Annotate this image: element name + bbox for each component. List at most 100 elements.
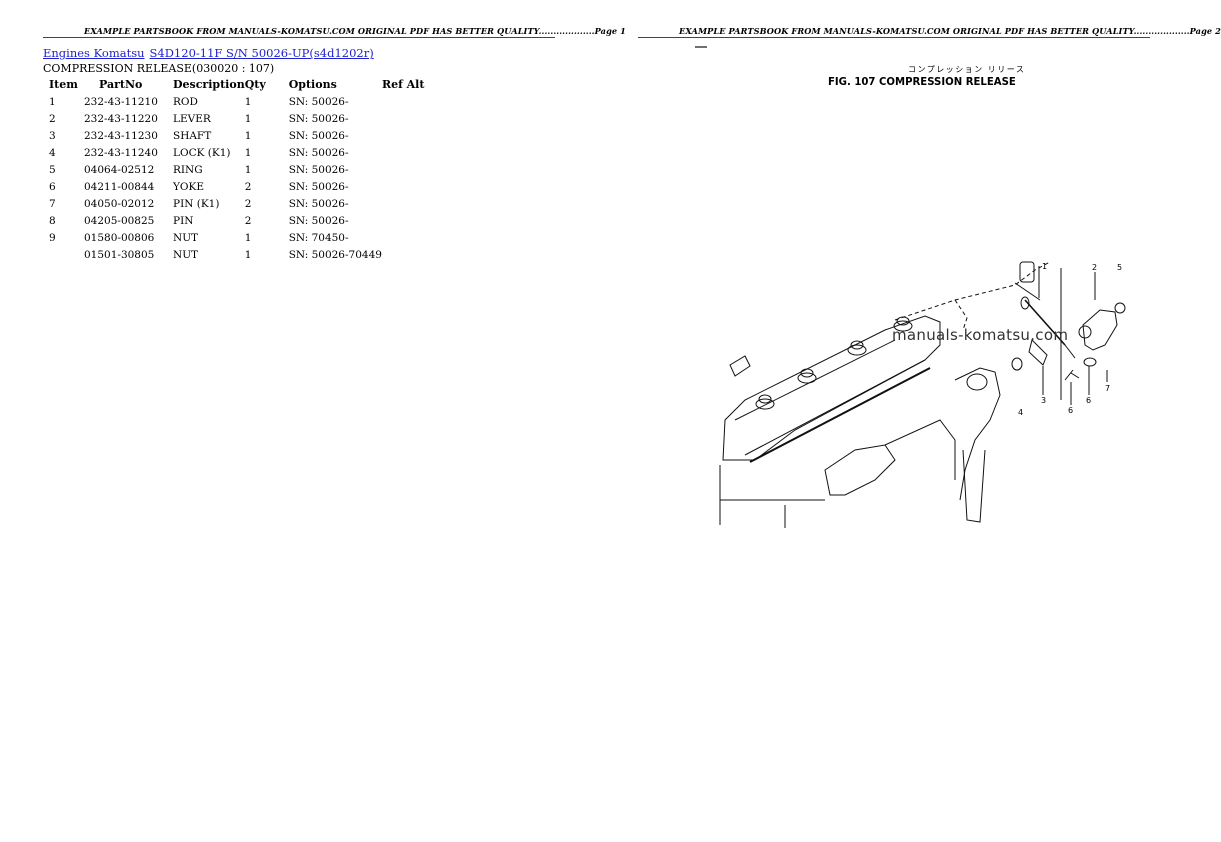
figure-title: FIG. 107 COMPRESSION RELEASE: [828, 75, 1016, 88]
section-title: COMPRESSION RELEASE(030020 : 107): [43, 62, 275, 75]
column-header-description: Description: [173, 78, 245, 91]
column-header-qty: Qty: [244, 78, 266, 91]
callout-label: 1: [1042, 262, 1048, 271]
description-cell: PIN: [173, 214, 194, 227]
qty-cell: 1: [244, 163, 252, 176]
options-cell: SN: 50026-: [288, 214, 349, 227]
column-header-partno: PartNo: [99, 78, 143, 91]
table-row: 6 04211-00844 YOKE 2 SN: 50026-: [43, 178, 442, 195]
qty-cell: 1: [244, 112, 252, 125]
partno-cell: 04205-00825: [84, 214, 155, 227]
options-cell: SN: 50026-: [288, 163, 349, 176]
partno-cell: 04050-02012: [84, 197, 155, 210]
partno-cell: 232-43-11210: [84, 95, 158, 108]
header-rule: [638, 37, 1150, 38]
partno-cell: 04211-00844: [84, 180, 155, 193]
qty-cell: 2: [244, 214, 252, 227]
item-cell: 8: [49, 214, 56, 227]
breadcrumb: Engines Komatsu S4D120-11F S/N 50026-UP(s…: [43, 46, 374, 60]
options-cell: SN: 50026-: [288, 180, 349, 193]
qty-cell: 2: [244, 180, 252, 193]
oil-cap: [847, 340, 867, 356]
partno-cell: 04064-02512: [84, 163, 155, 176]
oil-cap: [755, 394, 775, 410]
item-cell: 7: [49, 197, 56, 210]
parts-table: Item PartNo Description Qty Options Ref …: [43, 76, 442, 263]
item-cell: 3: [49, 129, 56, 142]
figure-japanese-title: コンプレッション リリース: [908, 65, 1026, 74]
options-cell: SN: 50026-: [288, 146, 349, 159]
partno-cell: 01501-30805: [84, 248, 155, 261]
table-row: 2 232-43-11220 LEVER 1 SN: 50026-: [43, 110, 442, 127]
ref-alt-cell: [382, 195, 442, 212]
item-cell: 1: [49, 95, 56, 108]
page-header: EXAMPLE PARTSBOOK FROM MANUALS-KOMATSU.C…: [679, 26, 1221, 36]
callout-label: 6: [1068, 406, 1074, 415]
callout-label: 7: [1105, 384, 1111, 393]
table-row: 5 04064-02512 RING 1 SN: 50026-: [43, 161, 442, 178]
callout-label: 2: [1092, 263, 1098, 272]
options-cell: SN: 50026-: [288, 197, 349, 210]
qty-cell: 1: [244, 231, 252, 244]
callout-label: 3: [1041, 396, 1047, 405]
parts-diagram: [695, 46, 1126, 528]
item-cell: [43, 246, 84, 263]
item-cell: 5: [49, 163, 56, 176]
column-header-options: Options: [288, 78, 337, 91]
callout-label: 4: [1018, 408, 1024, 417]
description-cell: YOKE: [173, 180, 205, 193]
partno-cell: 232-43-11230: [84, 129, 158, 142]
qty-cell: 1: [244, 95, 252, 108]
callout-label: 5: [1117, 263, 1123, 272]
ref-alt-cell: [382, 246, 442, 263]
table-row: 01501-30805 NUT 1 SN: 50026-70449: [43, 246, 442, 263]
page-2: EXAMPLE PARTSBOOK FROM MANUALS-KOMATSU.C…: [595, 0, 1221, 842]
ref-alt-cell: [382, 93, 442, 110]
table-row: 3 232-43-11230 SHAFT 1 SN: 50026-: [43, 127, 442, 144]
watermark-text: manuals-komatsu.com: [892, 326, 1069, 344]
header-rule: [43, 37, 555, 38]
qty-cell: 1: [244, 248, 252, 261]
ref-alt-cell: [382, 161, 442, 178]
qty-cell: 1: [244, 129, 252, 142]
partno-cell: 01580-00806: [84, 231, 155, 244]
options-cell: SN: 70450-: [288, 231, 349, 244]
column-header-item: Item: [49, 78, 78, 91]
ref-alt-cell: [382, 144, 442, 161]
ref-alt-cell: [382, 212, 442, 229]
partno-cell: 232-43-11220: [84, 112, 158, 125]
item-cell: 9: [49, 231, 56, 244]
options-cell: SN: 50026-: [288, 95, 349, 108]
ref-alt-cell: [382, 178, 442, 195]
page-1: EXAMPLE PARTSBOOK FROM MANUALS-KOMATSU.C…: [0, 0, 626, 842]
qty-cell: 1: [244, 146, 252, 159]
ref-alt-cell: [382, 229, 442, 246]
breadcrumb-link-engines[interactable]: Engines Komatsu: [43, 46, 145, 60]
table-row: 9 01580-00806 NUT 1 SN: 70450-: [43, 229, 442, 246]
options-cell: SN: 50026-: [288, 129, 349, 142]
partno-cell: 232-43-11240: [84, 146, 158, 159]
description-cell: PIN (K1): [173, 197, 220, 210]
table-row: 8 04205-00825 PIN 2 SN: 50026-: [43, 212, 442, 229]
description-cell: ROD: [173, 95, 198, 108]
item-cell: 2: [49, 112, 56, 125]
column-header-ref-alt: Ref Alt: [381, 78, 425, 91]
breadcrumb-link-model[interactable]: S4D120-11F S/N 50026-UP(s4d1202r): [149, 46, 374, 60]
item-cell: 6: [49, 180, 56, 193]
description-cell: SHAFT: [173, 129, 212, 142]
page-header: EXAMPLE PARTSBOOK FROM MANUALS-KOMATSU.C…: [84, 26, 626, 36]
description-cell: NUT: [173, 248, 199, 261]
options-cell: SN: 50026-70449: [288, 248, 382, 261]
ref-alt-cell: [382, 110, 442, 127]
description-cell: LEVER: [173, 112, 211, 125]
callout-label: 6: [1086, 396, 1092, 405]
options-cell: SN: 50026-: [288, 112, 349, 125]
ref-alt-cell: [382, 127, 442, 144]
description-cell: NUT: [173, 231, 199, 244]
item-cell: 4: [49, 146, 56, 159]
oil-cap: [893, 316, 913, 332]
table-row: 7 04050-02012 PIN (K1) 2 SN: 50026-: [43, 195, 442, 212]
description-cell: RING: [173, 163, 203, 176]
table-row: 1 232-43-11210 ROD 1 SN: 50026-: [43, 93, 442, 110]
qty-cell: 2: [244, 197, 252, 210]
